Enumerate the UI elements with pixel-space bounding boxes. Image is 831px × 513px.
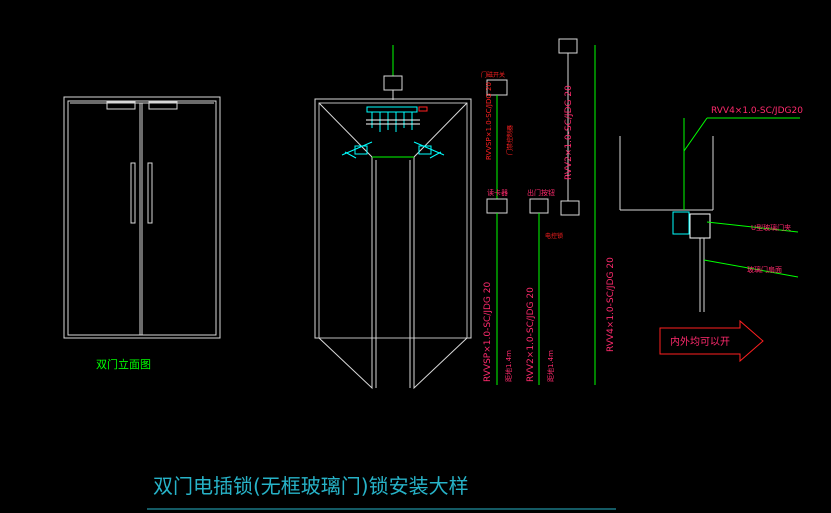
device-label-red-vertical: 门禁控制器 — [506, 125, 514, 155]
device-label-controller-note: 电控锁 — [545, 232, 563, 240]
door-plan-view — [314, 45, 472, 390]
right-door-leaf — [413, 102, 468, 390]
double-door-elevation — [63, 96, 221, 339]
wiring-column-2 — [529, 198, 549, 385]
left-hinge-clamp — [341, 141, 373, 159]
left-lock-plate — [106, 101, 136, 110]
cable-label-rvvsp-left: RVVSP×1.0-SC/JDG 20 — [485, 82, 493, 160]
wiring-column-1 — [486, 79, 508, 385]
door-frame-outer — [63, 96, 221, 339]
electric-bolt-lock — [366, 106, 428, 132]
cable-label-rvv-right: RVV4×1.0-SC/JDG 20 — [606, 257, 616, 352]
cable-label-rvv-top: RVV2×1.0-SC/JDG 20 — [564, 85, 574, 180]
wiring-column-3 — [558, 38, 596, 385]
wall-opening — [314, 98, 472, 339]
elevation-caption: 双门立面图 — [96, 357, 151, 371]
left-door-handle — [130, 162, 136, 224]
right-door-handle — [147, 162, 153, 224]
junction-box — [383, 75, 403, 91]
drawing-title: 双门电插锁(无框玻璃门)锁安装大样 — [153, 474, 469, 498]
detail-label-u-clamp: U型玻璃门夹 — [751, 223, 791, 232]
device-label-top-small: 门磁开关 — [481, 71, 505, 79]
right-lock-plate — [148, 101, 178, 110]
door-section-detail — [619, 117, 800, 312]
cable-label-rvvsp-main: RVVSP×1.0-SC/JDG 20 — [483, 282, 493, 382]
cable-label-rvv-detail: RVV4×1.0-SC/JDG20 — [711, 106, 803, 116]
left-door-leaf — [318, 102, 373, 390]
device-label-reader: 读卡器 — [487, 188, 508, 197]
cable-label-rvv-mid: RVV2×1.0-SC/JDG 20 — [526, 287, 536, 382]
device-label-exit-button: 出门按钮 — [527, 188, 555, 197]
arrow-text: 内外均可以开 — [670, 335, 730, 348]
detail-label-glass-door: 玻璃门扇面 — [747, 265, 782, 274]
right-hinge-clamp — [413, 141, 445, 159]
height-label-2: 距地1.4m — [546, 350, 555, 382]
height-label-1: 距地1.4m — [504, 350, 513, 382]
open-direction-arrow — [659, 319, 764, 363]
